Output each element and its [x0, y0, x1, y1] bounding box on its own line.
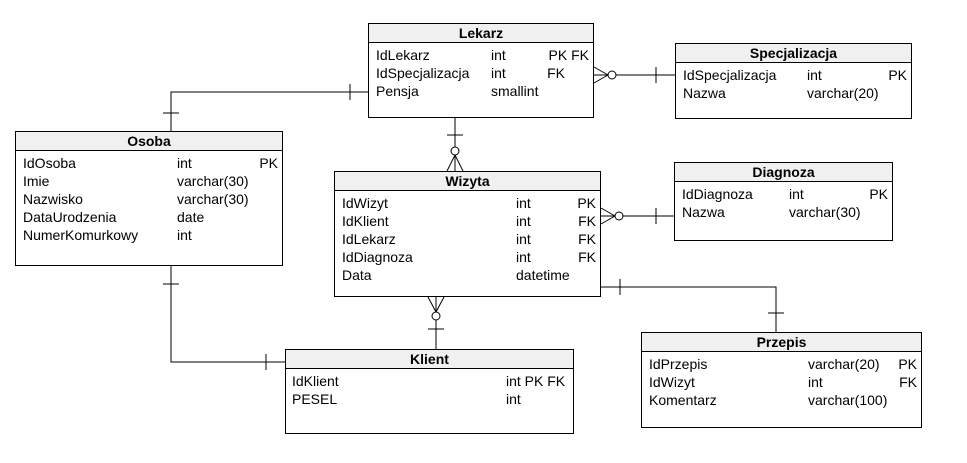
rel-wizyta-przepis: [601, 279, 784, 332]
attribute-row[interactable]: IdDiagnoza int PK: [675, 185, 892, 203]
attr-type: int: [491, 47, 506, 63]
attr-name: IdSpecjalizacja: [376, 65, 470, 81]
entity-lekarz[interactable]: Lekarz IdLekarz int PK FK IdSpecjalizacj…: [368, 23, 594, 118]
attr-type: varchar(20): [807, 85, 879, 101]
attribute-row[interactable]: IdSpecjalizacja int PK: [676, 66, 911, 84]
attr-key: PK: [259, 155, 278, 171]
attr-name: NumerKomurkowy: [23, 227, 139, 243]
attr-type: int: [807, 67, 822, 83]
attr-name: PESEL: [292, 391, 338, 407]
attr-name: Imie: [23, 173, 50, 189]
attr-key: FK: [578, 231, 596, 247]
attr-name: IdPrzepis: [649, 356, 708, 372]
entity-title: Wizyta: [335, 172, 600, 191]
attr-type: int: [516, 249, 531, 265]
attribute-row[interactable]: Imie varchar(30): [16, 172, 282, 190]
attr-type: datetime: [516, 267, 570, 283]
entity-specjalizacja[interactable]: Specjalizacja IdSpecjalizacja int PK Naz…: [675, 43, 912, 119]
attr-key: PK: [577, 195, 596, 211]
attr-name: Nazwa: [682, 204, 725, 220]
rel-osoba-lekarz: [163, 84, 368, 131]
attribute-row[interactable]: Nazwa varchar(30): [675, 203, 892, 221]
attr-key: PK: [869, 186, 888, 202]
attribute-row[interactable]: IdDiagnoza int FK: [335, 248, 600, 266]
attribute-row[interactable]: Komentarz varchar(100): [642, 391, 921, 409]
attr-type: smallint: [491, 83, 539, 99]
attr-name: Data: [342, 267, 372, 283]
attr-type: int: [177, 155, 192, 171]
attr-key: PK: [888, 67, 907, 83]
rel-wizyta-klient: [427, 296, 445, 349]
entity-klient[interactable]: Klient IdKlient int PK FK PESEL int: [285, 349, 574, 434]
attribute-row[interactable]: IdPrzepis varchar(20) PK: [642, 355, 921, 373]
attr-name: IdDiagnoza: [342, 249, 413, 265]
entity-wizyta[interactable]: Wizyta IdWizyt int PK IdKlient int FK Id…: [334, 171, 601, 297]
rel-lekarz-wizyta: [446, 118, 464, 172]
attribute-row[interactable]: DataUrodzenia date: [16, 208, 282, 226]
attribute-row[interactable]: IdWizyt int FK: [642, 373, 921, 391]
attribute-row[interactable]: IdKlient int PK FK: [286, 372, 573, 390]
attr-type: int: [516, 195, 531, 211]
attribute-row[interactable]: Nazwisko varchar(30): [16, 190, 282, 208]
attr-name: IdKlient: [292, 373, 339, 389]
entity-title: Specjalizacja: [676, 44, 911, 63]
attr-name: Nazwisko: [23, 191, 83, 207]
attr-type: int: [506, 391, 521, 407]
attr-name: IdWizyt: [342, 195, 388, 211]
entity-title: Diagnoza: [675, 163, 892, 182]
attr-type: int: [177, 227, 192, 243]
attr-type: varchar(30): [789, 204, 861, 220]
attribute-row[interactable]: IdLekarz int FK: [335, 230, 600, 248]
attribute-row[interactable]: Nazwa varchar(20): [676, 84, 911, 102]
attr-name: IdOsoba: [23, 155, 76, 171]
entity-osoba[interactable]: Osoba IdOsoba int PK Imie varchar(30) Na…: [15, 131, 283, 266]
attr-type: int PK FK: [506, 373, 566, 389]
entity-title: Osoba: [16, 132, 282, 151]
attribute-row[interactable]: IdLekarz int PK FK: [369, 46, 593, 64]
attr-name: IdSpecjalizacja: [683, 67, 777, 83]
attr-type: int: [808, 374, 823, 390]
attr-type: int: [491, 65, 506, 81]
attr-type: varchar(30): [177, 191, 249, 207]
entity-diagnoza[interactable]: Diagnoza IdDiagnoza int PK Nazwa varchar…: [674, 162, 893, 241]
entity-title: Lekarz: [369, 24, 593, 43]
attribute-row[interactable]: PESEL int: [286, 390, 573, 408]
attr-name: Komentarz: [649, 392, 717, 408]
attr-name: Nazwa: [683, 85, 726, 101]
attr-type: varchar(100): [808, 392, 888, 408]
rel-lekarz-specjalizacja: [593, 66, 675, 84]
attribute-row[interactable]: Data datetime: [335, 266, 600, 284]
attr-name: IdLekarz: [376, 47, 430, 63]
attr-name: Pensja: [376, 83, 419, 99]
attribute-row[interactable]: IdWizyt int PK: [335, 194, 600, 212]
attr-type: int: [516, 231, 531, 247]
attr-name: IdKlient: [342, 213, 389, 229]
attr-key: FK: [578, 249, 596, 265]
attr-key: FK: [899, 374, 917, 390]
attr-name: IdLekarz: [342, 231, 396, 247]
entity-title: Przepis: [642, 333, 921, 352]
attr-key: FK: [547, 65, 565, 81]
attr-key: PK: [898, 356, 917, 372]
attribute-row[interactable]: NumerKomurkowy int: [16, 226, 282, 244]
attr-name: IdWizyt: [649, 374, 695, 390]
attribute-row[interactable]: Pensja smallint: [369, 82, 593, 100]
attr-type: int: [516, 213, 531, 229]
attribute-row[interactable]: IdSpecjalizacja int FK: [369, 64, 593, 82]
attr-key: FK: [578, 213, 596, 229]
attr-name: IdDiagnoza: [682, 186, 753, 202]
entity-przepis[interactable]: Przepis IdPrzepis varchar(20) PK IdWizyt…: [641, 332, 922, 428]
attr-name: DataUrodzenia: [23, 209, 117, 225]
rel-wizyta-diagnoza: [600, 207, 674, 225]
attr-type: varchar(20): [808, 356, 880, 372]
attribute-row[interactable]: IdKlient int FK: [335, 212, 600, 230]
attr-key: PK FK: [548, 47, 589, 63]
attribute-row[interactable]: IdOsoba int PK: [16, 154, 282, 172]
rel-osoba-klient: [163, 266, 285, 370]
attr-type: date: [177, 209, 205, 225]
attr-type: int: [789, 186, 804, 202]
attr-type: varchar(30): [177, 173, 249, 189]
entity-title: Klient: [286, 350, 573, 369]
